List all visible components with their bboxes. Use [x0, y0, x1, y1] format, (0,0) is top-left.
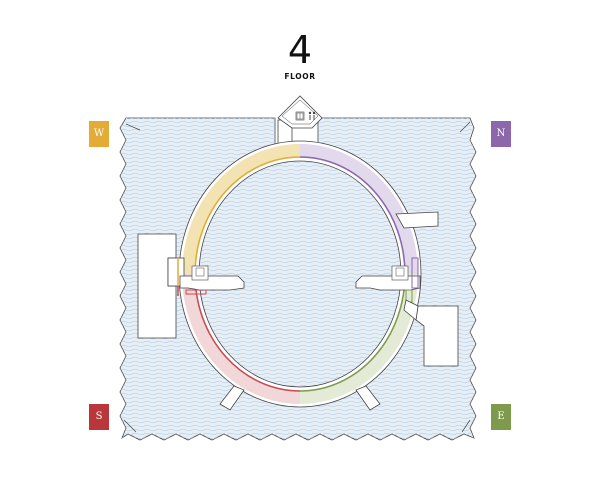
- south-wing-line: [194, 273, 301, 392]
- west-wing-line: [194, 156, 301, 275]
- north-east-pier: [395, 211, 439, 229]
- east-building: [403, 299, 459, 367]
- floor-label: FLOOR: [284, 72, 316, 81]
- south-east-leg: [355, 385, 381, 411]
- east-wing-corridor: [299, 273, 418, 404]
- elevator-icon: [195, 267, 205, 277]
- west-building: [137, 233, 185, 339]
- direction-badge-w: W: [89, 121, 109, 147]
- elevator-icon: [395, 267, 405, 277]
- direction-badge-e: E: [491, 404, 511, 430]
- corner-line-ne: [459, 121, 471, 133]
- direction-badge-n: N: [491, 121, 511, 147]
- south-wing-corridor: [182, 273, 301, 404]
- corner-line-nw: [125, 123, 141, 131]
- north-wing-line: [299, 156, 406, 275]
- elevator-icon: [296, 112, 304, 120]
- floor-number: 4: [287, 28, 313, 72]
- east-wing-line: [299, 273, 406, 392]
- south-west-leg: [219, 385, 245, 411]
- direction-badge-s: S: [89, 404, 109, 430]
- west-connector: [179, 265, 245, 295]
- corner-line-sw: [123, 419, 137, 433]
- corner-line-se: [461, 419, 471, 433]
- east-connector: [355, 257, 421, 303]
- restroom-icon: [308, 111, 316, 120]
- north-wing-corridor: [299, 144, 418, 275]
- west-wing-corridor: [182, 144, 301, 275]
